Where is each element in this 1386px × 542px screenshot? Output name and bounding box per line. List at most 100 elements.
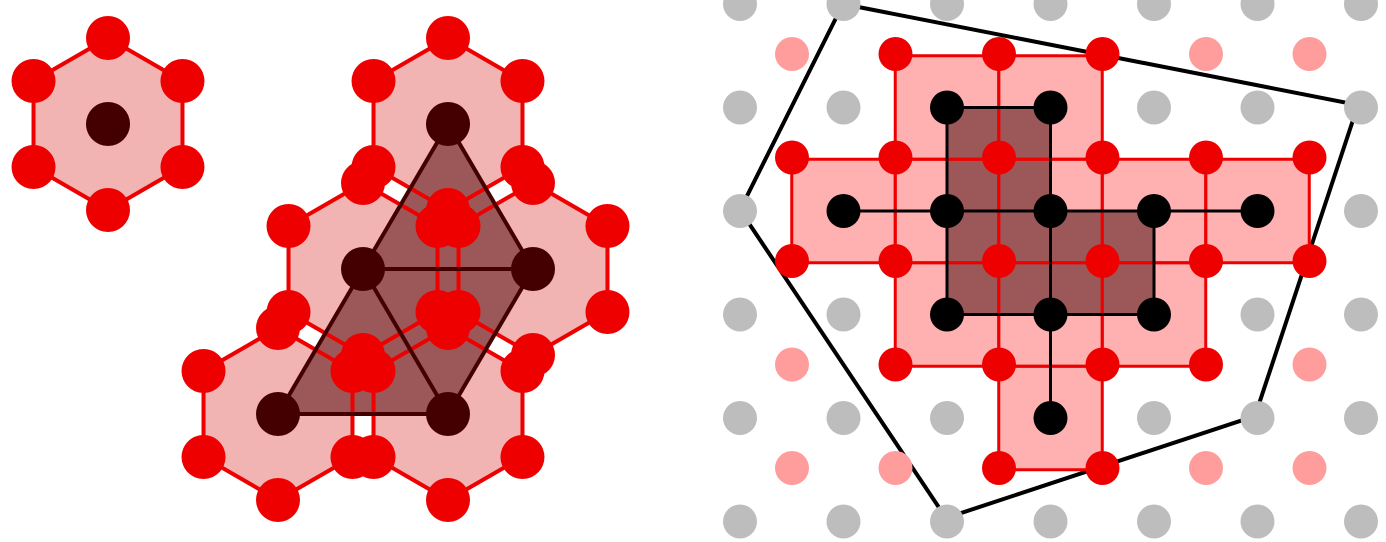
square-vertex bbox=[878, 37, 913, 71]
hexagon-vertex bbox=[266, 204, 311, 248]
square-vertex bbox=[982, 347, 1016, 382]
lattice-site-gray bbox=[723, 401, 757, 435]
lattice-site-gray bbox=[723, 0, 757, 21]
lattice-site-gray bbox=[1137, 0, 1171, 21]
lattice-site-gray bbox=[930, 0, 964, 21]
lattice-site-gray bbox=[1137, 90, 1171, 125]
lattice-site bbox=[426, 102, 470, 146]
hexagon-vertex bbox=[511, 161, 555, 205]
hexagon-vertex bbox=[426, 478, 470, 522]
hexagon-vertex bbox=[500, 349, 545, 393]
hexagon-vertex bbox=[256, 306, 300, 350]
square-vertex bbox=[1292, 244, 1327, 278]
hexagon-vertex bbox=[351, 435, 396, 479]
lattice-site-gray bbox=[826, 401, 861, 435]
square-vertex bbox=[982, 451, 1016, 485]
hexagon-vertex bbox=[426, 306, 470, 350]
square-vertex bbox=[1085, 451, 1120, 485]
lattice-site-gray bbox=[1344, 504, 1378, 539]
dual-site-pink bbox=[1189, 451, 1223, 485]
lattice-site-gray bbox=[1033, 0, 1068, 21]
dual-site-pink bbox=[775, 347, 809, 382]
lattice-site bbox=[256, 392, 300, 436]
dual-site-pink bbox=[1292, 347, 1327, 382]
lattice-site bbox=[426, 392, 470, 436]
hexagon-vertex bbox=[500, 59, 545, 103]
lattice-site-gray bbox=[1240, 0, 1275, 21]
hexagon-vertex bbox=[351, 59, 396, 103]
lattice-site-gray bbox=[723, 297, 757, 332]
cluster-bond bbox=[361, 122, 450, 271]
lattice-site-gray bbox=[1344, 297, 1378, 332]
hexagon-vertex bbox=[341, 161, 385, 205]
hexagon-vertex bbox=[436, 204, 481, 248]
square-vertex bbox=[775, 244, 809, 278]
lattice-site-gray bbox=[723, 504, 757, 539]
square-vertex bbox=[1085, 37, 1120, 71]
lattice-site bbox=[1033, 297, 1068, 332]
lattice-site bbox=[86, 102, 130, 146]
hexagon-vertex bbox=[160, 145, 205, 189]
lattice-site-gray bbox=[826, 504, 861, 539]
dual-site-pink bbox=[775, 37, 809, 71]
square-vertex bbox=[1085, 140, 1120, 175]
lattice-site bbox=[826, 194, 861, 228]
lattice-site bbox=[930, 297, 964, 332]
lattice-site bbox=[511, 247, 555, 291]
lattice-site-gray bbox=[1240, 401, 1275, 435]
cluster-bond bbox=[361, 267, 450, 416]
square-vertex bbox=[1189, 347, 1223, 382]
lattice-site-gray bbox=[723, 194, 757, 228]
hexagon-vertex bbox=[181, 435, 226, 479]
dual-site-pink bbox=[878, 451, 913, 485]
square-vertex bbox=[982, 244, 1016, 278]
cluster-bond bbox=[446, 267, 535, 416]
square-vertex bbox=[1085, 347, 1120, 382]
lattice-site bbox=[1137, 194, 1171, 228]
lattice-site bbox=[1033, 90, 1068, 125]
hexagon-vertex bbox=[11, 59, 56, 103]
lattice-site-gray bbox=[1033, 504, 1068, 539]
cluster-bond bbox=[276, 267, 365, 416]
square-lattice-panel bbox=[723, 0, 1378, 539]
lattice-site-gray bbox=[1137, 504, 1171, 539]
lattice-site bbox=[930, 194, 964, 228]
lattice-site-gray bbox=[1344, 194, 1378, 228]
lattice-site-gray bbox=[1240, 297, 1275, 332]
lattice-site bbox=[1240, 194, 1275, 228]
square-vertex bbox=[878, 244, 913, 278]
dual-site-pink bbox=[775, 451, 809, 485]
hexagon-vertex bbox=[585, 290, 630, 334]
lattice-site-gray bbox=[826, 297, 861, 332]
lattice-site-gray bbox=[826, 90, 861, 125]
hexagon-vertex bbox=[160, 59, 205, 103]
lattice-site-gray bbox=[1240, 504, 1275, 539]
lattice-site bbox=[930, 90, 964, 125]
square-vertex bbox=[1292, 140, 1327, 175]
hexagon-vertex bbox=[500, 435, 545, 479]
lattice-site-gray bbox=[930, 504, 964, 539]
square-vertex bbox=[775, 140, 809, 175]
square-vertex bbox=[878, 140, 913, 175]
lattice-site bbox=[1033, 194, 1068, 228]
lattice-site-gray bbox=[826, 0, 861, 21]
lattice-site-gray bbox=[1344, 401, 1378, 435]
hexagon-vertex bbox=[86, 16, 130, 60]
hexagon-vertex bbox=[86, 188, 130, 232]
hexagon-vertex bbox=[426, 16, 470, 60]
lattice-site-gray bbox=[930, 401, 964, 435]
lattice-site bbox=[1033, 401, 1068, 435]
dual-site-pink bbox=[1189, 37, 1223, 71]
square-vertex bbox=[1189, 140, 1223, 175]
hexagon-vertex bbox=[351, 349, 396, 393]
square-vertex bbox=[982, 37, 1016, 71]
hexagon-vertex bbox=[181, 349, 226, 393]
square-vertex bbox=[982, 140, 1016, 175]
dual-site-pink bbox=[1292, 451, 1327, 485]
hexagon-vertex bbox=[585, 204, 630, 248]
lattice-site-gray bbox=[1137, 401, 1171, 435]
cluster-bond bbox=[446, 122, 535, 271]
lattice-site-gray bbox=[1240, 90, 1275, 125]
